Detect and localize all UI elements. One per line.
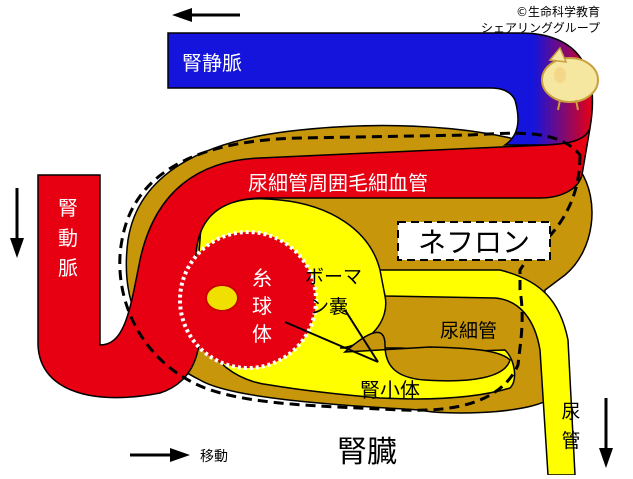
corpuscle-inner: [342, 331, 511, 382]
label-renal-artery-3: 脈: [58, 256, 78, 280]
label-renal-tubule: 尿細管: [440, 320, 497, 342]
leader-bowman: [344, 309, 379, 363]
nephron-label-box: [397, 221, 551, 261]
artery-body: [37, 127, 591, 399]
arrow-down-icon-ureter: [599, 398, 613, 468]
label-renal-artery-2: 動: [58, 226, 78, 250]
label-renal-artery-1: 腎: [58, 196, 78, 220]
label-bowman-capsule-2: ン嚢: [310, 296, 348, 318]
credit-line1: ©生命科学教育: [516, 4, 600, 19]
label-nephron: ネフロン: [418, 226, 530, 259]
credit-line2: シェアリンググループ: [481, 21, 600, 35]
label-renal-corpuscle: 腎小体: [360, 378, 420, 402]
label-bowman-capsule-1: ボーマ: [305, 266, 362, 288]
renal-vein: [167, 32, 594, 146]
label-peritubular-capillary: 尿細管周囲毛細血管: [248, 171, 428, 195]
nephron-outline: [118, 131, 582, 412]
label-ureter-1: 尿: [561, 401, 580, 423]
label-kidney: 腎臓: [337, 435, 397, 470]
leader-glomerulus: [284, 321, 379, 363]
label-glomerulus-1: 糸: [252, 266, 272, 290]
arrow-down-icon: [10, 188, 24, 258]
arrow-left-icon: [172, 8, 240, 22]
label-glomerulus-2: 球: [252, 294, 272, 318]
label-renal-vein: 腎静脈: [182, 51, 242, 75]
glomerulus-core: [205, 284, 239, 312]
label-movement: 移動: [200, 449, 228, 465]
mascot-icon: [541, 46, 599, 111]
label-ureter-2: 管: [561, 430, 580, 452]
arrow-right-icon: [130, 448, 190, 462]
glomerulus: [178, 230, 318, 370]
label-glomerulus-3: 体: [252, 322, 272, 346]
